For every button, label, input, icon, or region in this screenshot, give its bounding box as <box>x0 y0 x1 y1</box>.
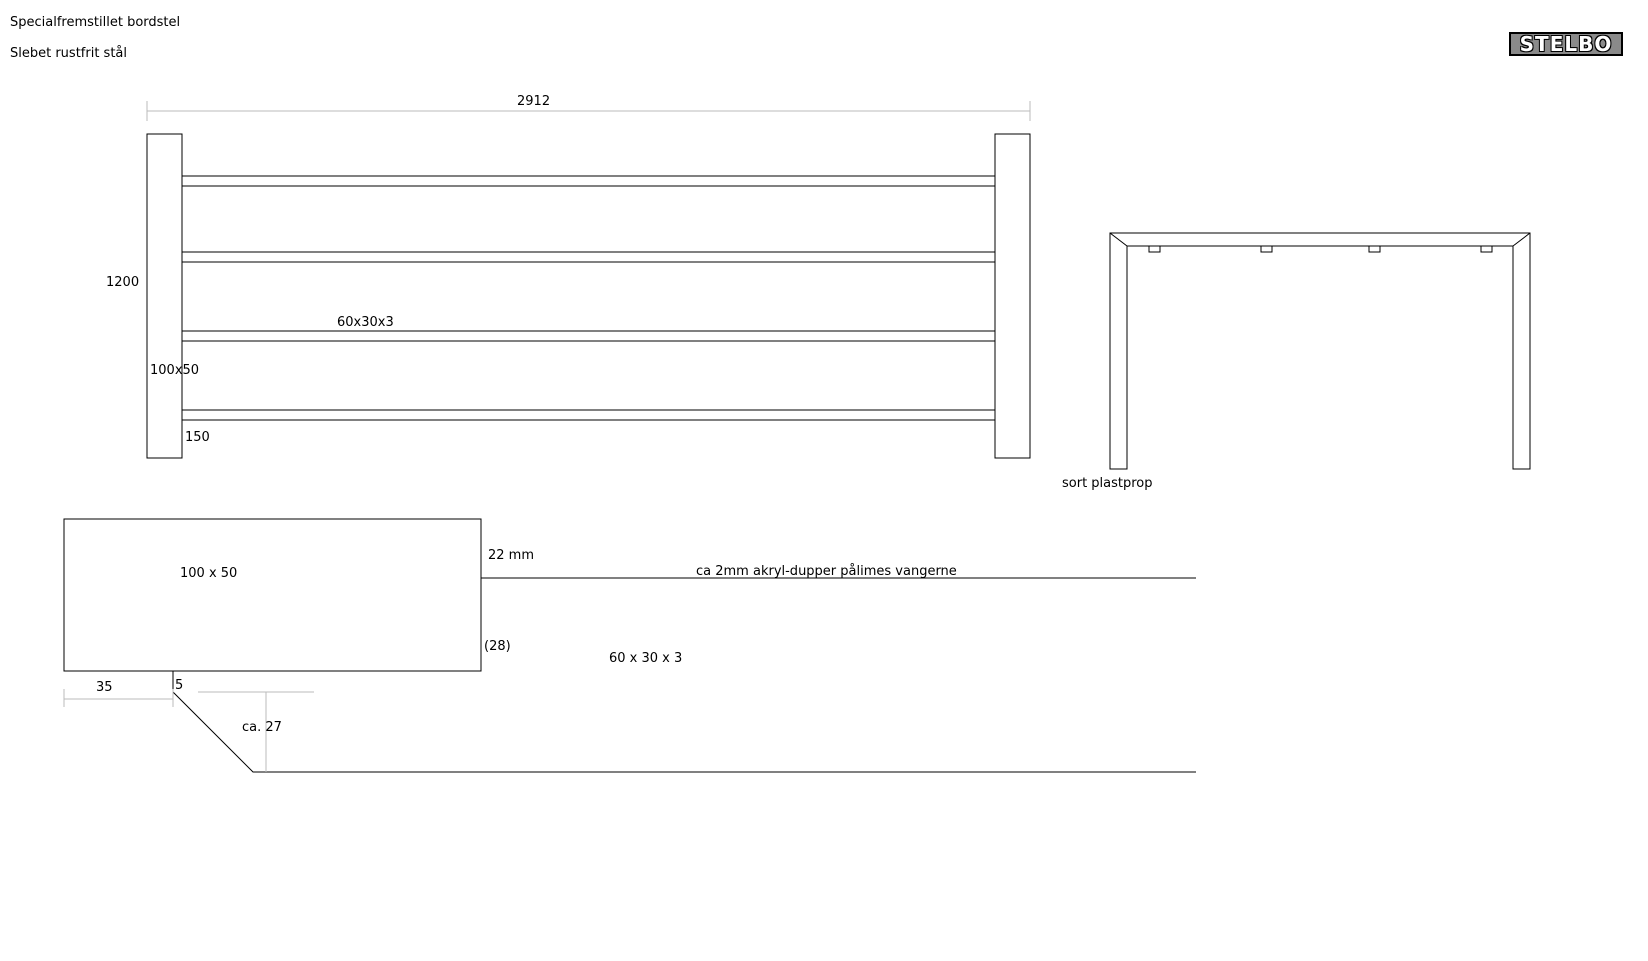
acrylic-note: ca 2mm akryl-dupper pålimes vangerne <box>696 564 957 579</box>
miter-left <box>1109 232 1128 247</box>
leg-cross-section <box>63 518 482 672</box>
dim-35-label: 35 <box>96 680 113 695</box>
length-dimension: 2912 <box>517 94 551 109</box>
detail-dimension-lines <box>63 689 314 772</box>
logo-text: STELBO <box>1519 32 1613 56</box>
acrylic-pad-4 <box>1480 245 1493 253</box>
left-leg <box>146 133 183 459</box>
leg-section-label: 100 x 50 <box>180 566 238 581</box>
length-dimension-line <box>146 101 1031 121</box>
right-leg <box>994 133 1031 459</box>
rail-profile-label: 60x30x3 <box>337 315 394 330</box>
rail-section-label: 60 x 30 x 3 <box>609 651 683 666</box>
rail-bottom-chamfer <box>172 671 1196 773</box>
offset-dimension: 150 <box>185 430 210 445</box>
foot-cap-note: sort plastprop <box>1062 476 1153 491</box>
rail-1 <box>182 175 995 187</box>
width-dimension: 1200 <box>106 275 140 290</box>
rail-2 <box>182 251 995 263</box>
height-28-label: (28) <box>484 639 511 654</box>
detail-section <box>63 518 1196 773</box>
acrylic-pad-2 <box>1260 245 1273 253</box>
material-label: Slebet rustfrit stål <box>10 46 128 61</box>
acrylic-pad-1 <box>1148 245 1161 253</box>
end-view-frame <box>1109 232 1531 470</box>
drawing-title: Specialfremstillet bordstel <box>10 15 181 30</box>
stelbo-logo: STELBO <box>1509 32 1623 56</box>
leg-profile-label: 100x50 <box>150 363 200 378</box>
top-view <box>146 101 1031 459</box>
dim-27-label: ca. 27 <box>242 720 282 735</box>
rail-3 <box>182 330 995 342</box>
rail-4 <box>182 409 995 421</box>
miter-right <box>1512 232 1531 247</box>
height-22-label: 22 mm <box>488 548 535 563</box>
acrylic-pad-3 <box>1368 245 1381 253</box>
dim-5-label: 5 <box>175 678 184 693</box>
frame-outline <box>1109 232 1531 470</box>
